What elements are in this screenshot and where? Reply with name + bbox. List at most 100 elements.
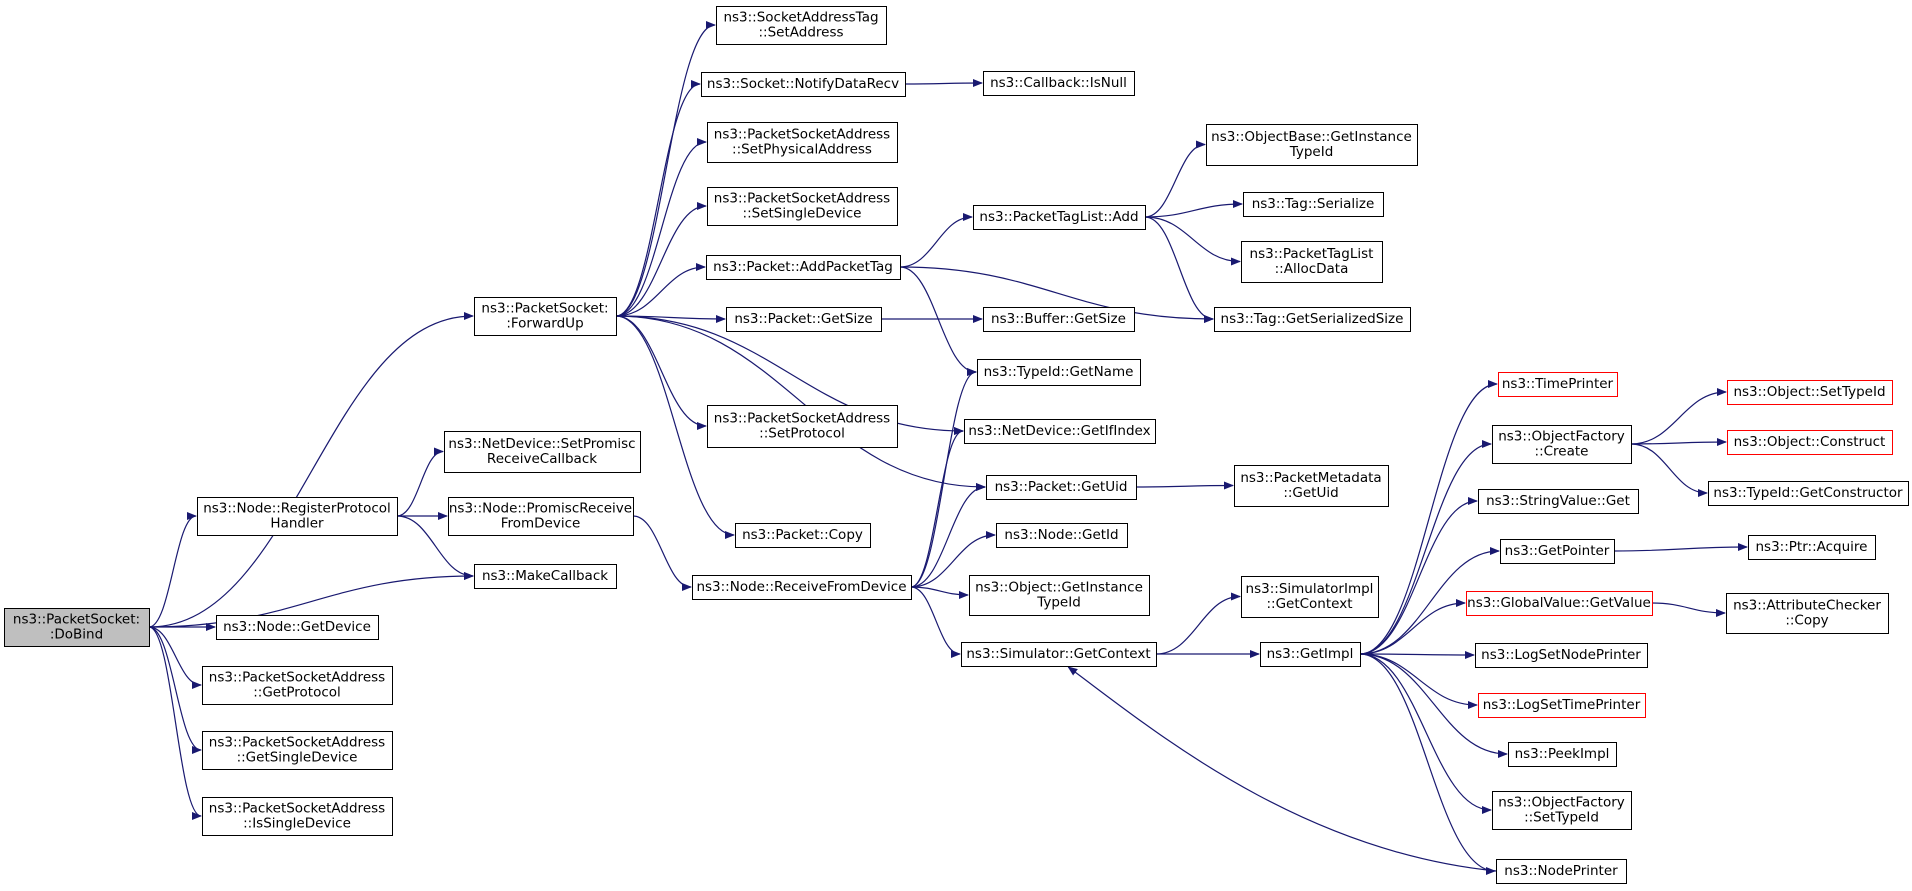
- node-label: ns3::Node::GetDevice: [223, 619, 371, 635]
- node-label: Handler: [270, 516, 324, 532]
- node-box: [1492, 425, 1632, 464]
- node-label: ns3::Object::Construct: [1734, 434, 1886, 450]
- node-objectfactory-settypeid[interactable]: ns3::ObjectFactory::SetTypeId: [1492, 791, 1632, 830]
- node-label: ns3::ObjectFactory: [1498, 795, 1625, 811]
- node-tag-serialize[interactable]: ns3::Tag::Serialize: [1243, 192, 1384, 217]
- node-box: [726, 307, 882, 332]
- node-box: [973, 205, 1146, 230]
- node-callback-isnull[interactable]: ns3::Callback::IsNull: [983, 71, 1135, 96]
- node-addpackettag[interactable]: ns3::Packet::AddPacketTag: [706, 255, 901, 280]
- node-makecallback[interactable]: ns3::MakeCallback: [474, 564, 617, 589]
- node-psa-issingledevice[interactable]: ns3::PacketSocketAddress::IsSingleDevice: [202, 797, 393, 836]
- node-psa-setsingledevice[interactable]: ns3::PacketSocketAddress::SetSingleDevic…: [707, 187, 898, 226]
- node-box: [1241, 241, 1383, 283]
- edge-forwardup-to-psa-setsingledevice: [615, 202, 707, 317]
- node-socketaddresstag-setaddress[interactable]: ns3::SocketAddressTag::SetAddress: [716, 6, 887, 45]
- node-ptr-acquire[interactable]: ns3::Ptr::Acquire: [1748, 535, 1876, 560]
- node-label: ns3::Simulator::GetContext: [966, 646, 1150, 662]
- node-globalvalue-getvalue[interactable]: ns3::GlobalValue::GetValue: [1466, 591, 1653, 616]
- node-receivefromdevice[interactable]: ns3::Node::ReceiveFromDevice: [692, 575, 912, 600]
- node-node-getid[interactable]: ns3::Node::GetId: [996, 523, 1128, 548]
- node-box: [1475, 643, 1648, 668]
- node-packet-getuid[interactable]: ns3::Packet::GetUid: [986, 475, 1137, 500]
- node-timeprinter[interactable]: ns3::TimePrinter: [1498, 372, 1618, 397]
- node-notifydatarecv[interactable]: ns3::Socket::NotifyDataRecv: [701, 72, 906, 97]
- node-typeid-getname[interactable]: ns3::TypeId::GetName: [977, 359, 1141, 386]
- node-simulator-getcontext[interactable]: ns3::Simulator::GetContext: [961, 642, 1157, 667]
- node-object-construct[interactable]: ns3::Object::Construct: [1727, 430, 1893, 455]
- node-packettaglist-allocdata[interactable]: ns3::PacketTagList::AllocData: [1241, 241, 1383, 283]
- node-box: [1234, 465, 1389, 507]
- node-box: [474, 564, 617, 589]
- node-label: ns3::GlobalValue::GetValue: [1467, 595, 1651, 611]
- nodes-layer: ns3::PacketSocket::DoBindns3::PacketSock…: [4, 6, 1909, 884]
- node-peekimpl[interactable]: ns3::PeekImpl: [1508, 742, 1617, 767]
- node-stringvalue-get[interactable]: ns3::StringValue::Get: [1478, 489, 1639, 514]
- node-packet-getsize[interactable]: ns3::Packet::GetSize: [726, 307, 882, 332]
- node-packetmetadata-getuid[interactable]: ns3::PacketMetadata::GetUid: [1234, 465, 1389, 507]
- node-label: ns3::Object::SetTypeId: [1733, 384, 1885, 400]
- node-psa-getsingledevice[interactable]: ns3::PacketSocketAddress::GetSingleDevic…: [202, 731, 393, 770]
- edge-nodeprinter-to-simulator-getcontext: [1067, 666, 1497, 872]
- node-label: ::Copy: [1785, 613, 1828, 629]
- node-label: FromDevice: [501, 516, 581, 532]
- node-label: ns3::PacketSocketAddress: [209, 801, 385, 817]
- node-packettaglist-add[interactable]: ns3::PacketTagList::Add: [973, 205, 1146, 230]
- node-label: ns3::MakeCallback: [482, 568, 608, 584]
- node-getdevice[interactable]: ns3::Node::GetDevice: [216, 615, 379, 640]
- node-getimpl[interactable]: ns3::GetImpl: [1260, 642, 1361, 667]
- node-getpointer[interactable]: ns3::GetPointer: [1500, 539, 1615, 564]
- node-box: [983, 307, 1135, 332]
- node-forwardup[interactable]: ns3::PacketSocket::ForwardUp: [474, 297, 617, 336]
- node-label: ::IsSingleDevice: [243, 816, 351, 832]
- node-psa-setprotocol[interactable]: ns3::PacketSocketAddress::SetProtocol: [707, 405, 898, 448]
- node-box: [707, 405, 898, 448]
- node-dobind[interactable]: ns3::PacketSocket::DoBind: [4, 608, 150, 647]
- node-box: [1748, 535, 1876, 560]
- node-box: [1496, 859, 1627, 884]
- node-psa-getprotocol[interactable]: ns3::PacketSocketAddress::GetProtocol: [202, 666, 393, 705]
- node-label: ns3::Buffer::GetSize: [991, 311, 1126, 327]
- node-setpromiscreceivecallback[interactable]: ns3::NetDevice::SetPromiscReceiveCallbac…: [444, 431, 641, 473]
- node-label: ns3::Callback::IsNull: [990, 75, 1127, 91]
- node-box: [1241, 576, 1379, 618]
- edge-getimpl-to-timeprinter: [1359, 380, 1498, 655]
- node-box: [1508, 742, 1617, 767]
- node-box: [1727, 430, 1893, 455]
- node-packet-copy[interactable]: ns3::Packet::Copy: [735, 523, 871, 548]
- node-label: ns3::PacketSocket:: [13, 612, 140, 628]
- node-typeid-getconstructor[interactable]: ns3::TypeId::GetConstructor: [1708, 481, 1909, 506]
- node-label: ::AllocData: [1275, 261, 1349, 277]
- node-label: ns3::Ptr::Acquire: [1756, 539, 1868, 555]
- node-tag-getserializedsize[interactable]: ns3::Tag::GetSerializedSize: [1214, 307, 1411, 332]
- node-label: ns3::Node::ReceiveFromDevice: [696, 579, 906, 595]
- node-objectfactory-create[interactable]: ns3::ObjectFactory::Create: [1492, 425, 1632, 464]
- node-simulatorimpl-getcontext[interactable]: ns3::SimulatorImpl::GetContext: [1241, 576, 1379, 618]
- node-psa-setphysicaladdress[interactable]: ns3::PacketSocketAddress::SetPhysicalAdd…: [707, 122, 898, 163]
- node-logsetnodeprinter[interactable]: ns3::LogSetNodePrinter: [1475, 643, 1648, 668]
- edges-layer: [148, 21, 1748, 875]
- node-label: ::GetContext: [1266, 596, 1352, 612]
- node-nodeprinter[interactable]: ns3::NodePrinter: [1496, 859, 1627, 884]
- node-label: ns3::NetDevice::SetPromisc: [448, 436, 635, 452]
- edge-objectfactory-create-to-typeid-getconstructor: [1630, 443, 1708, 497]
- node-attributechecker-copy[interactable]: ns3::AttributeChecker::Copy: [1726, 593, 1889, 634]
- node-object-settypeid[interactable]: ns3::Object::SetTypeId: [1727, 380, 1893, 405]
- node-label: ns3::ObjectFactory: [1498, 429, 1625, 445]
- node-netdevice-getifindex[interactable]: ns3::NetDevice::GetIfIndex: [964, 419, 1156, 444]
- node-logsettimeprinter[interactable]: ns3::LogSetTimePrinter: [1478, 693, 1646, 718]
- edge-notifydatarecv-to-callback-isnull: [904, 79, 983, 88]
- node-box: [202, 666, 393, 705]
- node-box: [474, 297, 617, 336]
- edge-forwardup-to-psa-setphysicaladdress: [615, 138, 707, 317]
- edge-dobind-to-forwardup: [148, 312, 474, 628]
- node-label: ns3::PacketSocket:: [481, 301, 608, 317]
- node-label: ::SetPhysicalAddress: [732, 142, 872, 158]
- node-label: ns3::Packet::GetUid: [995, 479, 1128, 495]
- node-buffer-getsize[interactable]: ns3::Buffer::GetSize: [983, 307, 1135, 332]
